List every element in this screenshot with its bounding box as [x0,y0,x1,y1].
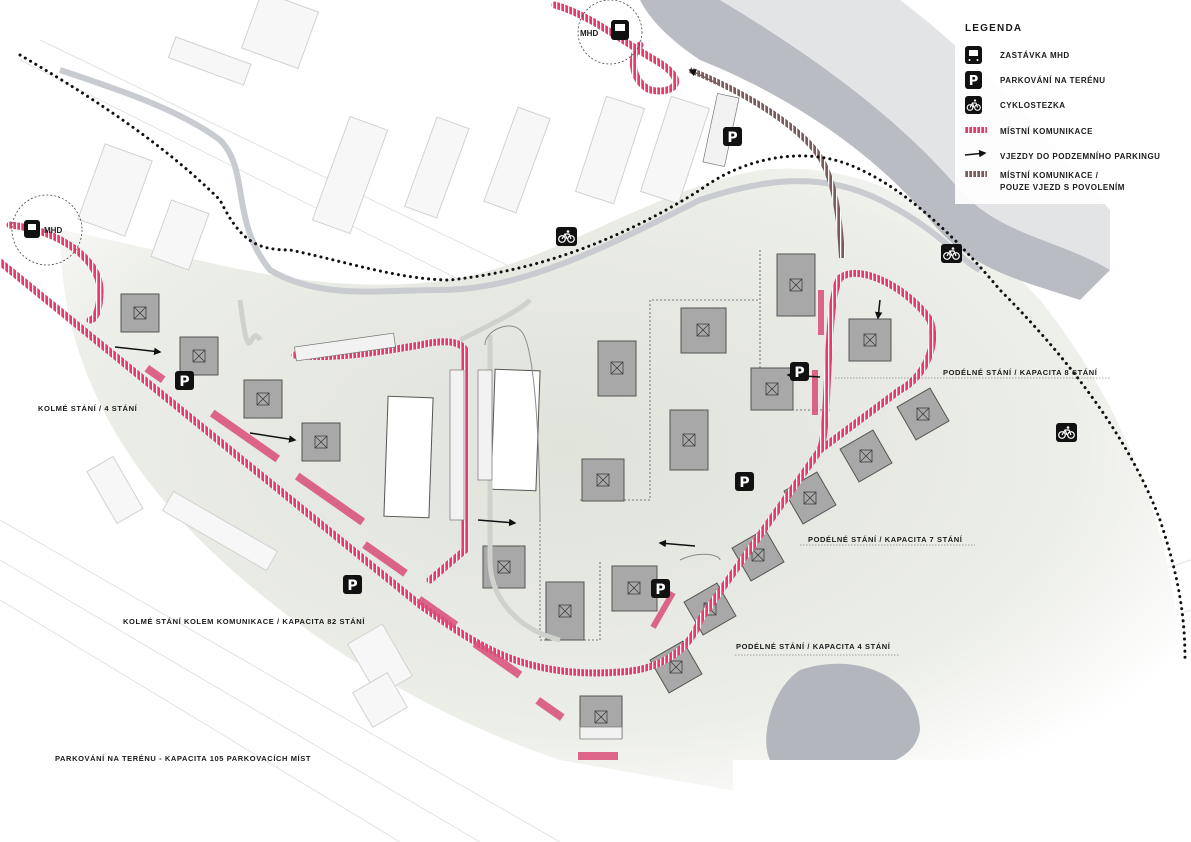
river [640,0,1110,300]
legend-title: LEGENDA [965,23,1022,34]
context-buildings [77,0,711,729]
label-leaders [735,377,1110,656]
restricted-road [688,67,845,259]
legend-label: ZASTÁVKA MHD [1000,51,1070,60]
legend-item-bike: CYKLOSTEZKA [965,96,1066,114]
parking-icon: P [651,579,670,598]
legend-item-restricted: MÍSTNÍ KOMUNIKACE / POUZE VJEZD S POVOLE… [965,171,1125,192]
visitor-stalls [294,93,740,740]
svg-text:P: P [727,130,737,146]
parking-icon: P [735,472,754,491]
bus-stop-n: MHD [577,0,643,65]
svg-text:P: P [794,365,804,381]
local-road-swatch [965,127,987,133]
svg-text:P: P [655,582,665,598]
white-buildings [383,368,541,519]
bicycle-icons [556,227,1077,442]
parking-icon: P [723,127,742,146]
legend-label: CYKLOSTEZKA [1000,101,1066,110]
parking-stalls [144,290,824,760]
bus-stop-label: MHD [580,29,598,38]
legend-label: VJEZDY DO PODZEMNÍHO PARKINGU [1000,152,1160,161]
label-podelne-7: PODÉLNÉ STÁNÍ / KAPACITA 7 STÁNÍ [808,535,963,544]
footpaths [237,298,561,643]
svg-text:P: P [347,578,357,594]
map-cut [733,760,1191,842]
bicycle-icon [556,227,577,246]
svg-text:P: P [739,475,749,491]
legend-item-local-road: MÍSTNÍ KOMUNIKACE [965,127,1093,136]
road-edges [484,325,721,561]
parking-icon: P [790,362,809,381]
pond [766,663,920,774]
arrow-icon [964,149,987,158]
legend-label: MÍSTNÍ KOMUNIKACE [1000,127,1093,136]
svg-text:P: P [179,374,189,390]
tower-roof-marks [133,278,930,724]
bicycle-icon [1056,423,1077,442]
bus-stop-label: MHD [44,226,62,235]
restricted-road-swatch [965,171,987,177]
parking-icons: P P P P P P [175,127,809,598]
label-summary: PARKOVÁNÍ NA TERÉNU - KAPACITA 105 PARKO… [55,754,311,763]
label-kolme-82: KOLMÉ STÁNÍ KOLEM KOMUNIKACE / KAPACITA … [123,617,365,626]
label-kolme-4: KOLMÉ STÁNÍ / 4 STÁNÍ [38,404,138,413]
parking-icon: P [343,575,362,594]
label-podelne-4: PODÉLNÉ STÁNÍ / KAPACITA 4 STÁNÍ [736,642,891,651]
bus-stop-nw: MHD [11,194,83,266]
bike-path [18,53,1187,662]
legend-item-parking: P PARKOVÁNÍ NA TERÉNU [965,71,1106,89]
parking-icon: P [965,71,982,89]
legend-label: MÍSTNÍ KOMUNIKACE / [1000,171,1099,180]
legend-item-entry: VJEZDY DO PODZEMNÍHO PARKINGU [964,149,1160,161]
legend-label-2: POUZE VJEZD S POVOLENÍM [1000,183,1125,192]
bicycle-icon [965,96,982,114]
label-podelne-8: PODÉLNÉ STÁNÍ / KAPACITA 8 STÁNÍ [943,368,1098,377]
svg-text:P: P [969,74,979,89]
legend-label: PARKOVÁNÍ NA TERÉNU [1000,76,1106,85]
restricted-entry-arrow [688,69,721,86]
bus-stop-icon [965,46,982,64]
parking-icon: P [175,371,194,390]
legend: LEGENDA ZASTÁVKA MHD P PARKOVÁNÍ NA TERÉ… [955,14,1191,204]
legend-item-bus-stop: ZASTÁVKA MHD [965,46,1070,64]
bicycle-icon [941,244,962,263]
stream [59,67,982,295]
